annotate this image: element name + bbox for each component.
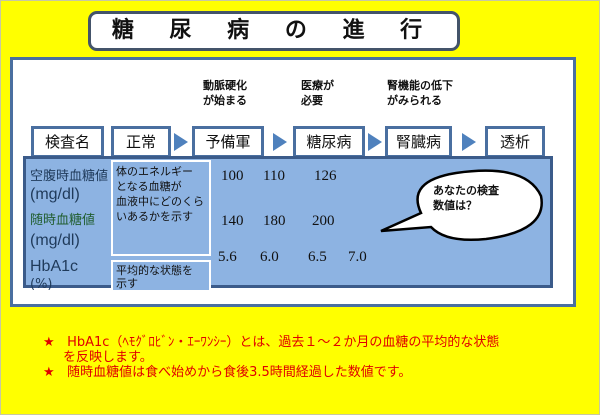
- footnote-random: 随時血糖値は食べ始めから食後3.5時間経過した数値です。: [67, 365, 412, 380]
- note-line: 必要: [301, 94, 323, 107]
- hba1c-value: 6.0: [260, 249, 279, 265]
- random-unit: (mg/dl): [30, 232, 80, 249]
- fasting-label: 空腹時血糖値: [30, 169, 109, 184]
- fasting-value: 110: [263, 168, 285, 184]
- note-treatment: 医療が必要: [301, 78, 334, 108]
- right-arrow-icon: [368, 133, 382, 151]
- speech-bubble-icon: [380, 169, 543, 241]
- random-value: 200: [312, 213, 335, 229]
- note-line: 腎機能の低下: [387, 79, 453, 92]
- note-line: 医療が: [301, 79, 334, 92]
- desc-line: 示す: [116, 277, 138, 290]
- star-icon: ★: [43, 365, 55, 380]
- hba1c-description: 平均的な状態を 示す: [111, 260, 211, 292]
- hba1c-label: HbA1c: [30, 258, 79, 275]
- desc-line: 平均的な状態を: [116, 264, 193, 277]
- fasting-value: 100: [221, 168, 244, 184]
- flow-box-test-name: 検査名: [31, 126, 104, 158]
- bubble-text: あなたの検査数値は？: [433, 183, 499, 213]
- desc-line: 血液中にどのくら: [116, 195, 204, 208]
- desc-line: いあるかを示す: [116, 210, 193, 223]
- note-line: がみられる: [387, 94, 442, 107]
- flow-box-prediabetes: 予備軍: [192, 126, 264, 158]
- hba1c-unit: (%): [30, 277, 53, 292]
- random-value: 140: [221, 213, 244, 229]
- note-arteriosclerosis: 動脈硬化が始まる: [203, 78, 247, 108]
- hba1c-value: 5.6: [218, 249, 237, 265]
- right-arrow-icon: [462, 133, 476, 151]
- desc-line: となる血糖が: [116, 180, 182, 193]
- fasting-unit: (mg/dl): [30, 186, 80, 203]
- desc-line: 体のエネルギー: [116, 165, 193, 178]
- star-icon: ★: [43, 335, 55, 350]
- note-kidney: 腎機能の低下がみられる: [387, 78, 453, 108]
- flow-box-diabetes: 糖尿病: [293, 126, 365, 158]
- glucose-description: 体のエネルギー となる血糖が 血液中にどのくら いあるかを示す: [111, 160, 211, 256]
- note-line: が始まる: [203, 94, 247, 107]
- note-line: 動脈硬化: [203, 79, 247, 92]
- right-arrow-icon: [174, 133, 188, 151]
- fasting-value: 126: [314, 168, 337, 184]
- flow-box-normal: 正常: [111, 126, 171, 158]
- footnote-hba1c: HbA1c（ﾍﾓｸﾞﾛﾋﾞﾝ・ｴｰﾜﾝｼｰ）とは、過去１～２か月の血糖の平均的な…: [67, 335, 500, 350]
- random-label: 随時血糖値: [30, 213, 96, 228]
- footnote-hba1c-cont: を反映します。: [63, 350, 153, 365]
- right-arrow-icon: [273, 133, 287, 151]
- hba1c-value: 7.0: [348, 249, 367, 265]
- bubble-line: 数値は？: [433, 199, 477, 212]
- footnotes: ★ HbA1c（ﾍﾓｸﾞﾛﾋﾞﾝ・ｴｰﾜﾝｼｰ）とは、過去１～２か月の血糖の平均…: [43, 335, 499, 380]
- hba1c-value: 6.5: [308, 249, 327, 265]
- flow-box-dialysis: 透析: [485, 126, 545, 158]
- flow-box-kidney-disease: 腎臓病: [385, 126, 452, 158]
- page-title: 糖 尿 病 の 進 行: [88, 11, 460, 51]
- random-value: 180: [263, 213, 286, 229]
- bubble-line: あなたの検査: [433, 184, 499, 197]
